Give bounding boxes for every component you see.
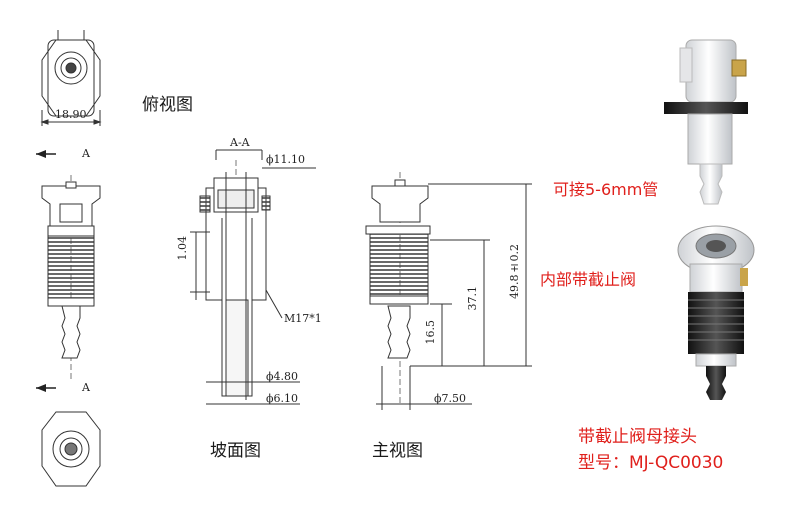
top-view-label: 俯视图 [142,95,193,115]
product-model: 型号：MJ-QC0030 [578,453,724,473]
dim-top-width: 18.90 [55,108,87,121]
section-view-drawing [190,149,316,405]
top-view-drawing [40,30,102,126]
bottom-view-drawing [41,411,101,487]
dim-diameter-front: ϕ7.50 [434,392,466,405]
dim-thread-height: 1.04 [176,236,189,261]
dim-length-total: 49.8±0.2 [508,244,521,299]
dim-diameter-top: ϕ11.10 [266,153,305,166]
product-photo-bottom [677,225,755,400]
dim-diameter-outer: ϕ6.10 [266,392,298,405]
section-marker-bottom-label: A [82,381,90,394]
tube-note: 可接5-6mm管 [553,180,659,199]
section-view-label: 坡面图 [210,441,261,461]
section-marker-top [36,150,56,158]
section-title: A-A [230,136,250,149]
main-front-view-drawing [365,172,532,410]
product-photo-top [664,39,748,205]
front-view-label: 主视图 [372,441,423,461]
section-marker-top-label: A [82,147,90,160]
dim-length-mid: 37.1 [466,286,479,311]
dim-length-short: 16.5 [424,320,437,345]
product-name: 带截止阀母接头 [578,427,697,447]
valve-note: 内部带截止阀 [540,270,637,289]
dim-thread-spec: M17*1 [284,312,322,325]
left-front-view [41,175,101,380]
dim-diameter-inner: ϕ4.80 [266,370,298,383]
section-marker-bottom [36,384,56,392]
